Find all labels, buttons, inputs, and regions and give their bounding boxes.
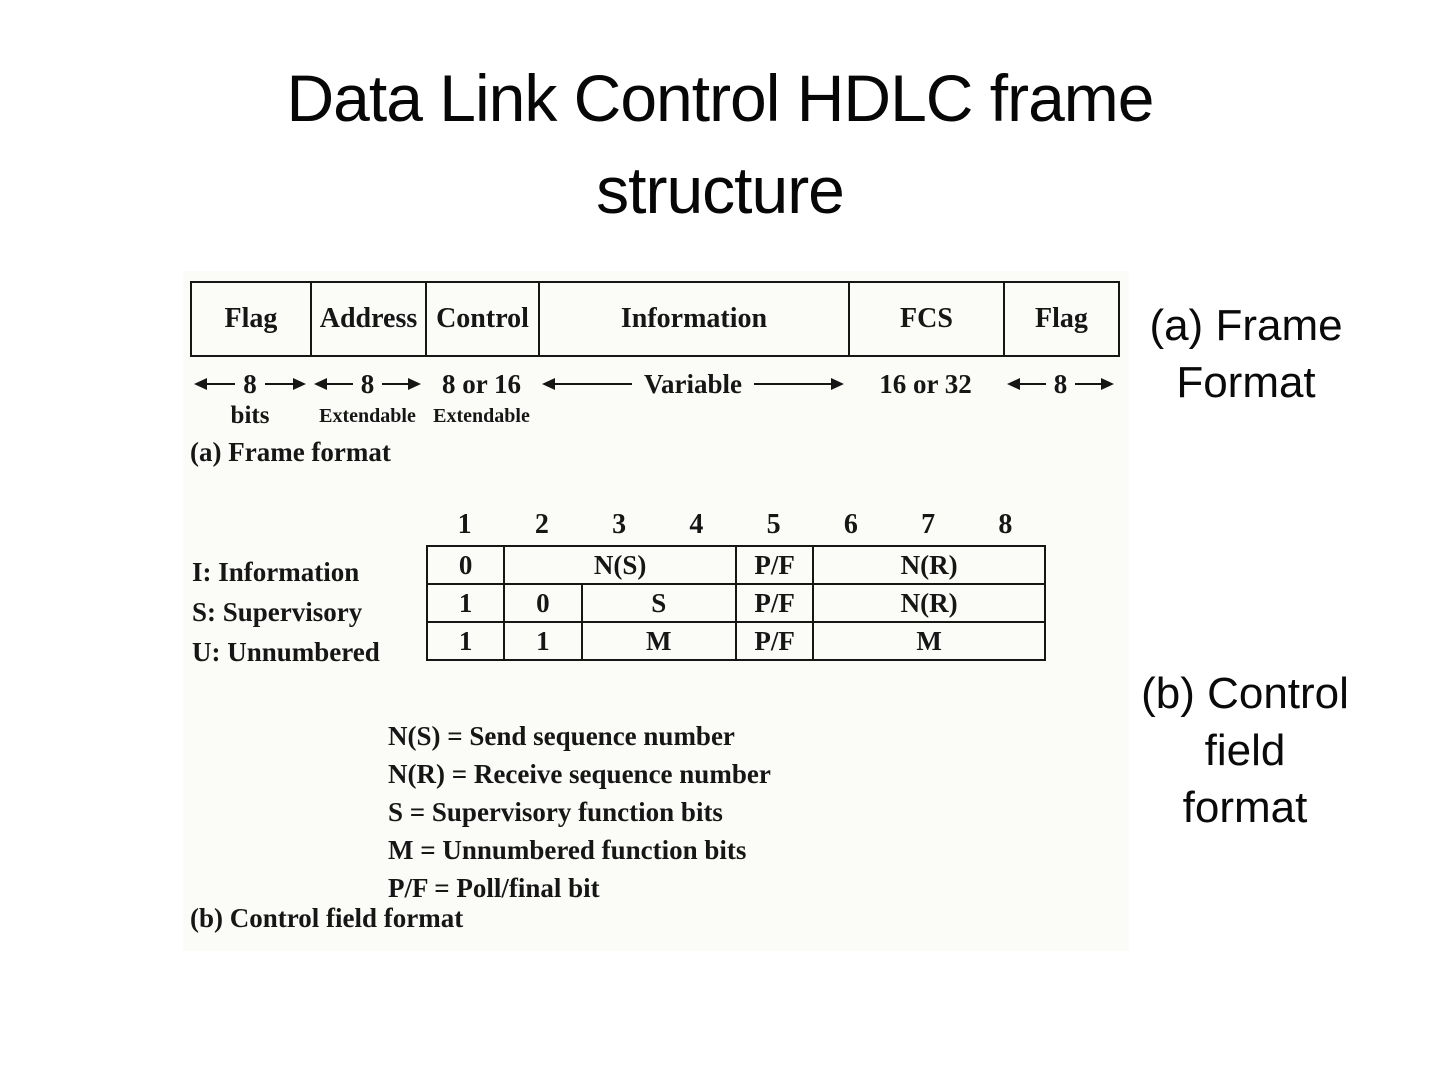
control-cell: 0	[425, 545, 506, 585]
frame-format-row: Flag Address Control Information FCS Fla…	[190, 281, 1120, 357]
arrow-line	[382, 383, 408, 385]
control-cell: N(R)	[812, 545, 1047, 585]
width-label-information: Variable	[538, 367, 848, 401]
width-label-fcs: 16 or 32	[848, 367, 1003, 401]
width-value: 8	[243, 368, 257, 399]
bit-number: 8	[998, 509, 1013, 540]
bit-number: 7	[921, 509, 936, 540]
control-row-information: 0 N(S) P/F N(R)	[425, 545, 1047, 585]
arrow-line	[555, 383, 632, 385]
bit-number: 5	[766, 509, 781, 540]
width-label-flag-right: 8	[1003, 367, 1118, 401]
side-label-line: (a) Frame	[1149, 301, 1343, 350]
width-label-address: 8	[310, 367, 425, 401]
bit-number: 1	[457, 509, 472, 540]
slide-title-line2: structure	[596, 153, 845, 227]
control-field-caption: (b) Control field format	[190, 903, 464, 933]
control-cell: M	[580, 621, 738, 661]
arrow-line	[1075, 383, 1101, 385]
left-arrow-icon	[1007, 378, 1020, 390]
control-cell: N(S)	[503, 545, 738, 585]
width-label-control: 8 or 16	[425, 367, 538, 401]
control-cell: P/F	[735, 621, 815, 661]
bit-number: 6	[843, 509, 858, 540]
arrow-line	[207, 383, 236, 385]
width-value: 16 or 32	[879, 368, 972, 399]
slide-title: Data Link Control HDLC frame structure	[0, 52, 1440, 236]
width-label-flag-left: 8	[190, 367, 310, 401]
arrow-line	[327, 383, 353, 385]
frame-format-table: Flag Address Control Information FCS Fla…	[190, 281, 1120, 357]
row-label-unnumbered: U: Unnumbered	[192, 637, 380, 667]
frame-cell-flag-right: Flag	[1003, 281, 1120, 357]
width-value: Variable	[644, 368, 743, 399]
control-field-side-label: (b) Control field format	[1116, 665, 1374, 836]
bit-number: 2	[534, 509, 549, 540]
sub-label-control: Extendable	[433, 404, 530, 427]
frame-subwidth-row: bits Extendable Extendable	[190, 401, 1118, 431]
frame-cell-address: Address	[310, 281, 427, 357]
frame-cell-information: Information	[538, 281, 850, 357]
legend-line: S = Supervisory function bits	[388, 797, 723, 827]
right-arrow-icon	[293, 378, 306, 390]
frame-cell-control: Control	[425, 281, 540, 357]
slide-title-line1: Data Link Control HDLC frame	[286, 61, 1155, 135]
control-cell: 0	[503, 583, 583, 623]
control-cell: P/F	[735, 583, 815, 623]
legend-line: P/F = Poll/final bit	[388, 873, 600, 903]
control-cell: 1	[503, 621, 583, 661]
side-label-line: (b) Control	[1141, 669, 1349, 718]
control-row-labels: I: Information S: Supervisory U: Unnumbe…	[192, 552, 380, 672]
arrow-line	[754, 383, 832, 385]
legend-line: N(R) = Receive sequence number	[388, 759, 771, 789]
row-label-information: I: Information	[192, 557, 360, 587]
control-row-supervisory: 1 0 S P/F N(R)	[425, 583, 1047, 623]
control-cell: 1	[425, 621, 506, 661]
frame-width-row: 8 8 8 or 16 Variable 16 or 32 8	[190, 367, 1118, 401]
sub-label-address: Extendable	[319, 404, 416, 427]
sub-label-flag: bits	[230, 402, 270, 429]
control-legend: N(S) = Send sequence number N(R) = Recei…	[388, 717, 771, 907]
control-cell: S	[580, 583, 738, 623]
side-label-line: Format	[1176, 358, 1316, 407]
bit-number: 3	[612, 509, 627, 540]
left-arrow-icon	[314, 378, 327, 390]
right-arrow-icon	[831, 378, 845, 390]
legend-line: N(S) = Send sequence number	[388, 721, 735, 751]
control-cell: P/F	[735, 545, 815, 585]
control-cell: N(R)	[812, 583, 1047, 623]
control-bit-numbers: 1 2 3 4 5 6 7 8	[426, 509, 1044, 543]
frame-format-caption: (a) Frame format	[190, 437, 391, 467]
width-value: 8 or 16	[442, 368, 521, 399]
control-field-table: 0 N(S) P/F N(R) 1 0 S P/F N(R) 1 1 M P/F…	[425, 545, 1047, 661]
legend-line: M = Unnumbered function bits	[388, 835, 747, 865]
frame-cell-fcs: FCS	[848, 281, 1005, 357]
right-arrow-icon	[408, 378, 421, 390]
width-value: 8	[360, 368, 375, 399]
control-row-unnumbered: 1 1 M P/F M	[425, 621, 1047, 661]
side-label-line: format	[1182, 783, 1308, 832]
arrow-line	[264, 383, 293, 385]
row-label-supervisory: S: Supervisory	[192, 597, 363, 627]
control-cell: M	[812, 621, 1047, 661]
right-arrow-icon	[1101, 378, 1114, 390]
left-arrow-icon	[542, 378, 555, 390]
bit-number: 4	[689, 509, 704, 540]
left-arrow-icon	[194, 378, 207, 390]
frame-cell-flag-left: Flag	[190, 281, 312, 357]
width-value: 8	[1053, 368, 1068, 399]
control-cell: 1	[425, 583, 506, 623]
side-label-line: field	[1204, 726, 1286, 775]
frame-format-side-label: (a) Frame Format	[1120, 297, 1372, 411]
arrow-line	[1020, 383, 1046, 385]
